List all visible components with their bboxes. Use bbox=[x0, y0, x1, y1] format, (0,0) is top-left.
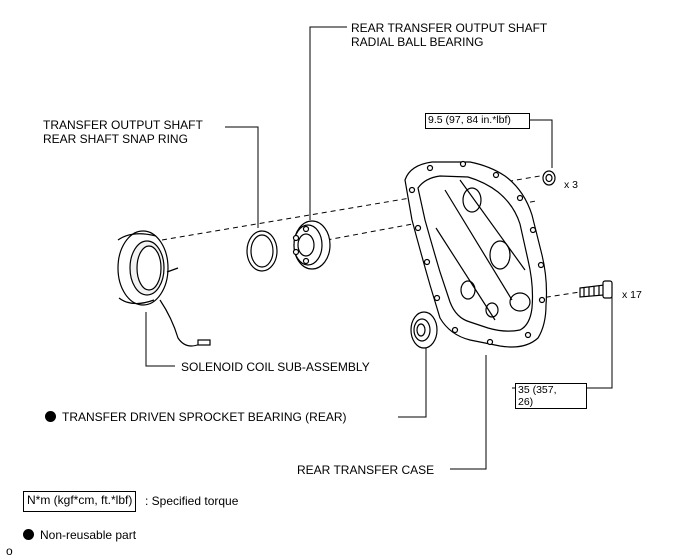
snap-ring-part bbox=[246, 230, 278, 272]
legend-bullet-icon bbox=[23, 529, 34, 540]
non-reusable-bullet-icon bbox=[45, 411, 56, 422]
solenoid-coil-part bbox=[117, 230, 211, 347]
driven-bearing-text: TRANSFER DRIVEN SPROCKET BEARING (REAR) bbox=[62, 410, 347, 424]
label-solenoid-coil: SOLENOID COIL SUB-ASSEMBLY bbox=[181, 360, 370, 374]
label-rear-transfer-case: REAR TRANSFER CASE bbox=[297, 463, 435, 477]
legend-torque-unit: N*m (kgf*cm, ft.*lbf) bbox=[27, 493, 133, 507]
bolt-torque-line2: 26) bbox=[518, 396, 534, 408]
leader-solenoid bbox=[145, 312, 175, 367]
legend-torque-desc: : Specified torque bbox=[145, 494, 239, 508]
label-snap-ring-1: TRANSFER OUTPUT SHAFT bbox=[43, 118, 203, 132]
leader-rear-bearing bbox=[309, 26, 347, 220]
footer-mark: o bbox=[6, 544, 13, 558]
label-snap-ring-2: REAR SHAFT SNAP RING bbox=[43, 132, 188, 146]
legend-non-reusable-text: Non-reusable part bbox=[40, 528, 137, 542]
torque-box-nut: 9.5 (97, 84 in.*lbf) bbox=[425, 113, 530, 129]
ball-bearing-part bbox=[292, 220, 331, 270]
legend-torque-box: N*m (kgf*cm, ft.*lbf) bbox=[23, 491, 137, 512]
bolt-count: x 17 bbox=[622, 289, 642, 301]
bolt-torque-line1: 35 (357, bbox=[518, 384, 557, 396]
leader-rear-case bbox=[450, 355, 487, 470]
leader-driven-bearing bbox=[398, 340, 427, 418]
nut-torque-value: 9.5 (97, 84 in.*lbf) bbox=[428, 114, 511, 126]
nut-part bbox=[542, 170, 556, 186]
nut-count: x 3 bbox=[564, 179, 579, 191]
rear-transfer-case-part bbox=[404, 160, 548, 348]
label-rear-bearing-2: RADIAL BALL BEARING bbox=[351, 35, 484, 49]
sprocket-bearing-part bbox=[410, 311, 438, 349]
label-rear-bearing-1: REAR TRANSFER OUTPUT SHAFT bbox=[351, 21, 548, 35]
torque-box-bolt: 35 (357, 26) bbox=[515, 383, 587, 409]
leader-nut-torque bbox=[524, 119, 553, 168]
label-driven-bearing: TRANSFER DRIVEN SPROCKET BEARING (REAR) bbox=[45, 410, 346, 424]
legend-non-reusable: Non-reusable part bbox=[23, 528, 136, 542]
leader-snap-ring bbox=[225, 126, 259, 228]
bolt-part bbox=[579, 280, 613, 299]
